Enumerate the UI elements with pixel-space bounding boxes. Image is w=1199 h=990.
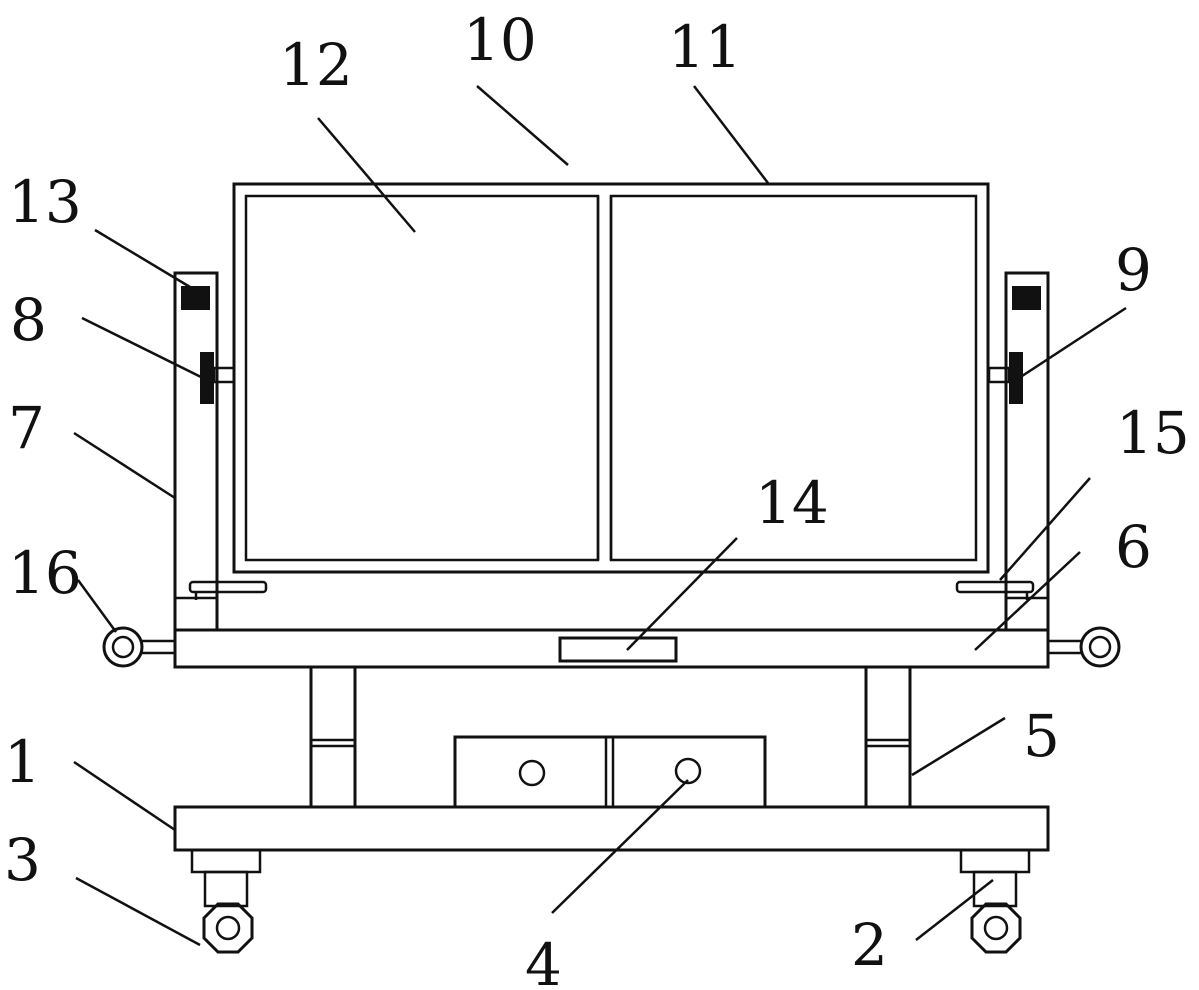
leader-9 <box>1015 306 1127 382</box>
label-10: 10 <box>463 6 537 74</box>
label-15: 15 <box>1116 399 1190 467</box>
label-16: 16 <box>8 539 82 607</box>
display-board <box>232 182 990 574</box>
right-caster-fork <box>972 870 1018 908</box>
right-post <box>955 271 1050 632</box>
board-left-panel <box>244 194 600 562</box>
right-column-outline <box>864 665 912 809</box>
leader-12 <box>317 117 416 233</box>
drawer-box <box>453 735 767 809</box>
right-ring-outer <box>1079 626 1121 668</box>
label-12: 12 <box>279 31 353 99</box>
right-caster-mount <box>959 848 1031 874</box>
left-post-outline <box>173 271 219 632</box>
left-column <box>309 665 357 809</box>
leader-6 <box>974 551 1081 651</box>
left-ring-handle <box>102 626 175 668</box>
right-clamp-knob <box>1009 352 1023 404</box>
label-14: 14 <box>755 469 829 537</box>
leader-16 <box>76 579 118 633</box>
left-ring-inner <box>111 635 135 659</box>
leader-11 <box>693 85 769 184</box>
part-labels: 12 10 11 13 8 7 16 9 15 6 14 5 1 3 4 2 <box>4 6 1190 990</box>
left-drawer-knob <box>518 759 546 787</box>
label-11: 11 <box>668 13 742 81</box>
right-drawer-knob <box>674 757 702 785</box>
label-3: 3 <box>4 826 41 894</box>
leader-8 <box>81 316 204 380</box>
leader-3 <box>75 876 201 947</box>
left-caster-wheel <box>202 902 254 954</box>
leader-1 <box>73 760 176 832</box>
leader-4 <box>551 779 689 914</box>
label-7: 7 <box>8 394 45 462</box>
right-support-bar <box>955 580 1035 594</box>
upper-platform <box>173 628 1050 669</box>
left-caster <box>190 848 262 954</box>
base-plate <box>173 805 1050 852</box>
label-4: 4 <box>525 931 562 990</box>
leader-5 <box>911 716 1006 777</box>
drawer-unit <box>453 735 767 809</box>
leader-2 <box>915 879 994 941</box>
center-handle <box>558 636 678 663</box>
upper-platform-plate <box>173 628 1050 669</box>
label-13: 13 <box>8 168 82 236</box>
left-clamp-knob <box>200 352 214 404</box>
right-caster-hub <box>983 915 1009 941</box>
left-caster-mount <box>190 848 262 874</box>
leader-7 <box>73 431 176 500</box>
label-9: 9 <box>1115 236 1152 304</box>
right-caster <box>959 848 1031 954</box>
label-1: 1 <box>4 728 41 796</box>
leader-13 <box>94 228 196 292</box>
left-sensor-block <box>181 286 210 310</box>
left-caster-hub <box>215 915 241 941</box>
label-8: 8 <box>10 286 47 354</box>
left-pivot-shaft <box>212 366 236 384</box>
left-ring-outer <box>102 626 144 668</box>
right-ring-inner <box>1088 635 1112 659</box>
leader-15 <box>999 477 1091 581</box>
right-post-outline <box>1004 271 1050 632</box>
left-support-bar <box>188 580 268 594</box>
right-ring-handle <box>1048 626 1121 668</box>
leader-lines <box>73 85 1127 947</box>
leader-10 <box>476 85 569 166</box>
right-caster-wheel <box>970 902 1022 954</box>
label-6: 6 <box>1115 513 1152 581</box>
label-2: 2 <box>851 911 888 979</box>
label-5: 5 <box>1023 702 1060 770</box>
right-column <box>864 665 912 809</box>
right-sensor-block <box>1012 286 1041 310</box>
left-column-outline <box>309 665 357 809</box>
right-pivot-shaft <box>987 366 1011 384</box>
leader-14 <box>626 537 738 651</box>
left-caster-fork <box>203 870 249 908</box>
left-post <box>173 271 268 632</box>
